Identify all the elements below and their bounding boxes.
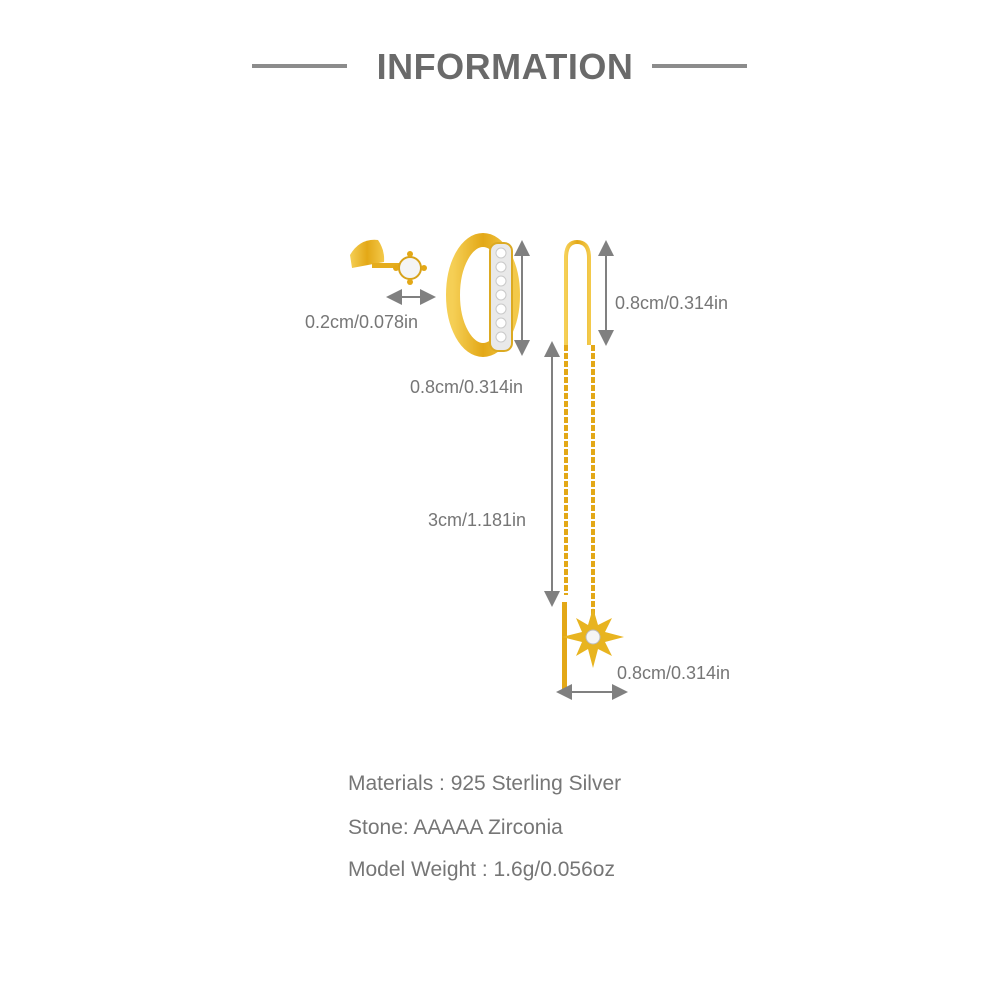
hoop-height-label: 0.8cm/0.314in (410, 377, 524, 397)
spec-stone: Stone: AAAAA Zirconia (348, 816, 563, 839)
threader-earring (562, 239, 624, 692)
title-divider-left (252, 64, 347, 68)
page-title: INFORMATION (376, 46, 634, 87)
hoop-earring (446, 233, 520, 357)
hook-height-label: 0.8cm/0.314in (615, 293, 729, 313)
spec-materials: Materials : 925 Sterling Silver (348, 772, 622, 795)
stud-earring (350, 239, 427, 285)
stud-width-label: 0.2cm/0.078in (305, 312, 419, 332)
chain-length-label: 3cm/1.181in (428, 510, 527, 530)
title-divider-right (652, 64, 747, 68)
star-width-label: 0.8cm/0.314in (617, 663, 731, 683)
spec-weight: Model Weight : 1.6g/0.056oz (348, 858, 615, 881)
